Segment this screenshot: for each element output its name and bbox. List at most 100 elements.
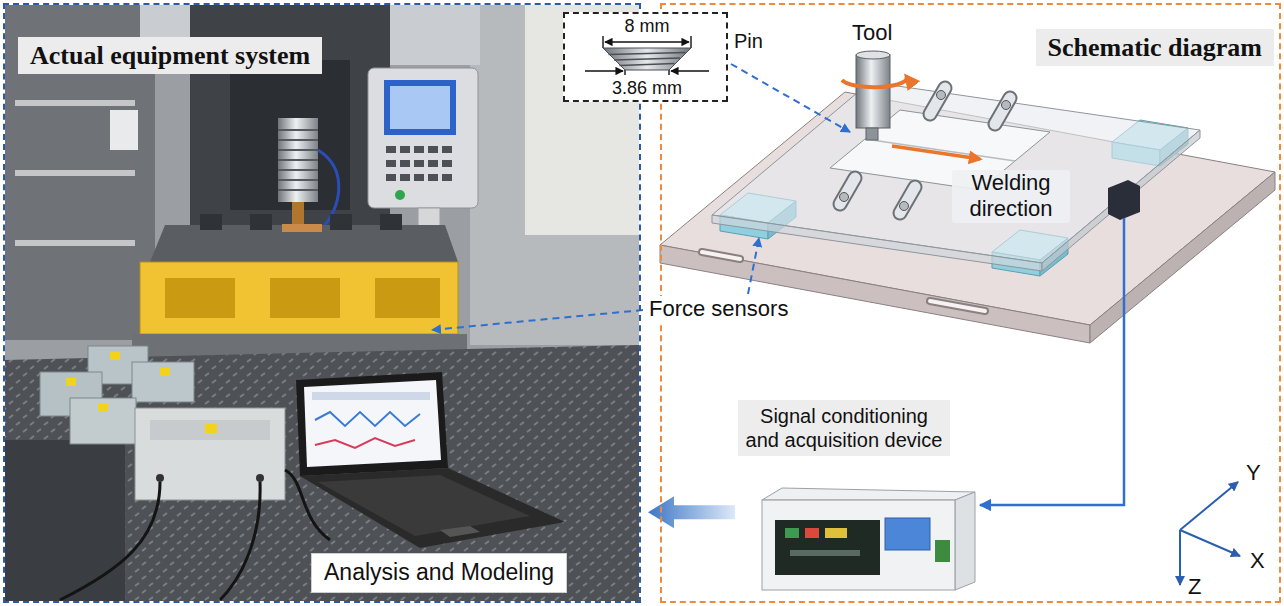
spindle-ridges — [278, 129, 318, 131]
fixture-clamps — [250, 214, 272, 230]
machine-photo — [15, 240, 135, 246]
acquisition-box — [825, 528, 847, 538]
amplifier-boxes — [98, 404, 108, 412]
keypad — [400, 160, 410, 167]
axis-label: X — [1250, 548, 1265, 574]
machine-photo — [140, 262, 458, 334]
keypad — [428, 160, 438, 167]
keypad — [428, 146, 438, 153]
clamp — [840, 178, 855, 204]
machine-photo — [395, 190, 405, 200]
sensor-connector — [1108, 180, 1140, 220]
machine-photo — [15, 100, 135, 106]
keypad — [428, 174, 438, 181]
welding-arrow — [892, 146, 980, 159]
laptop — [296, 372, 565, 548]
machine-photo — [292, 202, 304, 224]
clamp — [930, 88, 945, 114]
spindle-ridges — [278, 149, 318, 151]
spindle-ridges — [278, 189, 318, 191]
laptop — [315, 438, 415, 448]
amplifier-boxes — [135, 408, 285, 500]
axis-triad — [1180, 482, 1238, 530]
machine-photo — [5, 5, 639, 601]
part-name: Tool — [852, 20, 892, 46]
clamp — [840, 178, 856, 204]
spindle-ridges — [278, 169, 318, 171]
fsw-tool — [856, 55, 890, 128]
schematic-fixture — [1090, 172, 1275, 343]
machine-photo — [270, 278, 340, 318]
axis-label: Y — [1246, 460, 1261, 486]
laptop — [296, 372, 448, 476]
dimension-lines — [605, 41, 689, 42]
clamp — [995, 98, 1011, 124]
clamp — [840, 193, 849, 202]
fsw-tool — [856, 51, 890, 59]
laptop — [318, 475, 530, 536]
dimension-label: 8 mm — [625, 16, 670, 37]
fsw-tool — [866, 128, 878, 140]
keypad — [414, 160, 424, 167]
keypad — [442, 160, 452, 167]
machine-photo — [384, 80, 456, 135]
fixture-clamps — [380, 214, 402, 230]
keypad — [386, 146, 452, 181]
threaded-pin — [614, 58, 680, 60]
threaded-pin — [609, 53, 686, 55]
amplifier-boxes — [66, 378, 76, 386]
schematic-fixture — [712, 215, 1042, 271]
panel-title: Schematic diagram — [1036, 29, 1274, 66]
leader-line — [748, 238, 759, 294]
clamp — [930, 88, 946, 114]
acquisition-box — [885, 518, 930, 550]
machine-photo — [5, 5, 639, 601]
acquisition-group: Signal conditioning and acquisition devi… — [735, 398, 975, 595]
schematic-fixture — [865, 139, 1015, 161]
machine-photo — [390, 86, 450, 129]
machine-photo — [150, 225, 458, 262]
part-name: Pin — [734, 30, 763, 53]
keypad — [414, 146, 424, 153]
acquisition-box — [762, 488, 975, 500]
annotation: Welding direction — [952, 170, 1070, 223]
cables — [60, 482, 160, 600]
laptop — [300, 468, 565, 548]
cables — [60, 470, 330, 600]
schematic-fixture — [712, 82, 1200, 263]
dimension-label: 3.86 mm — [612, 78, 682, 99]
equipment-panel: Actual equipment systemAnalysis and Mode… — [3, 3, 641, 603]
machine-photo — [15, 170, 135, 176]
acquisition-box — [762, 500, 955, 590]
laptop — [440, 526, 480, 537]
clamp — [1002, 101, 1011, 110]
amplifier-boxes — [156, 474, 164, 482]
dimension-lines — [690, 36, 691, 48]
machine-photo — [278, 118, 318, 202]
module-label: Analysis and Modeling — [311, 553, 567, 593]
leader-line — [432, 310, 643, 330]
clamp — [995, 98, 1010, 124]
keypad — [386, 146, 396, 153]
schematic-fixture — [930, 301, 985, 311]
amplifier-boxes — [160, 368, 170, 376]
spindle-ridges — [278, 130, 318, 190]
clamp — [900, 187, 916, 213]
acquisition-box — [762, 488, 975, 590]
spindle-ridges — [278, 159, 318, 161]
axis-triad — [1180, 482, 1240, 585]
keypad — [386, 160, 396, 167]
amplifier-boxes — [256, 474, 264, 482]
acquisition-box — [785, 528, 799, 538]
amplifier-boxes — [150, 420, 270, 440]
amplifier-boxes — [70, 398, 136, 444]
laptop — [304, 380, 441, 467]
axis-triad — [1180, 530, 1240, 556]
threaded-pin — [620, 64, 675, 66]
clamp — [930, 88, 945, 114]
amplifier-boxes — [40, 346, 285, 500]
machine-photo — [5, 440, 125, 601]
clamp — [900, 187, 915, 213]
machine-photo — [165, 278, 235, 318]
